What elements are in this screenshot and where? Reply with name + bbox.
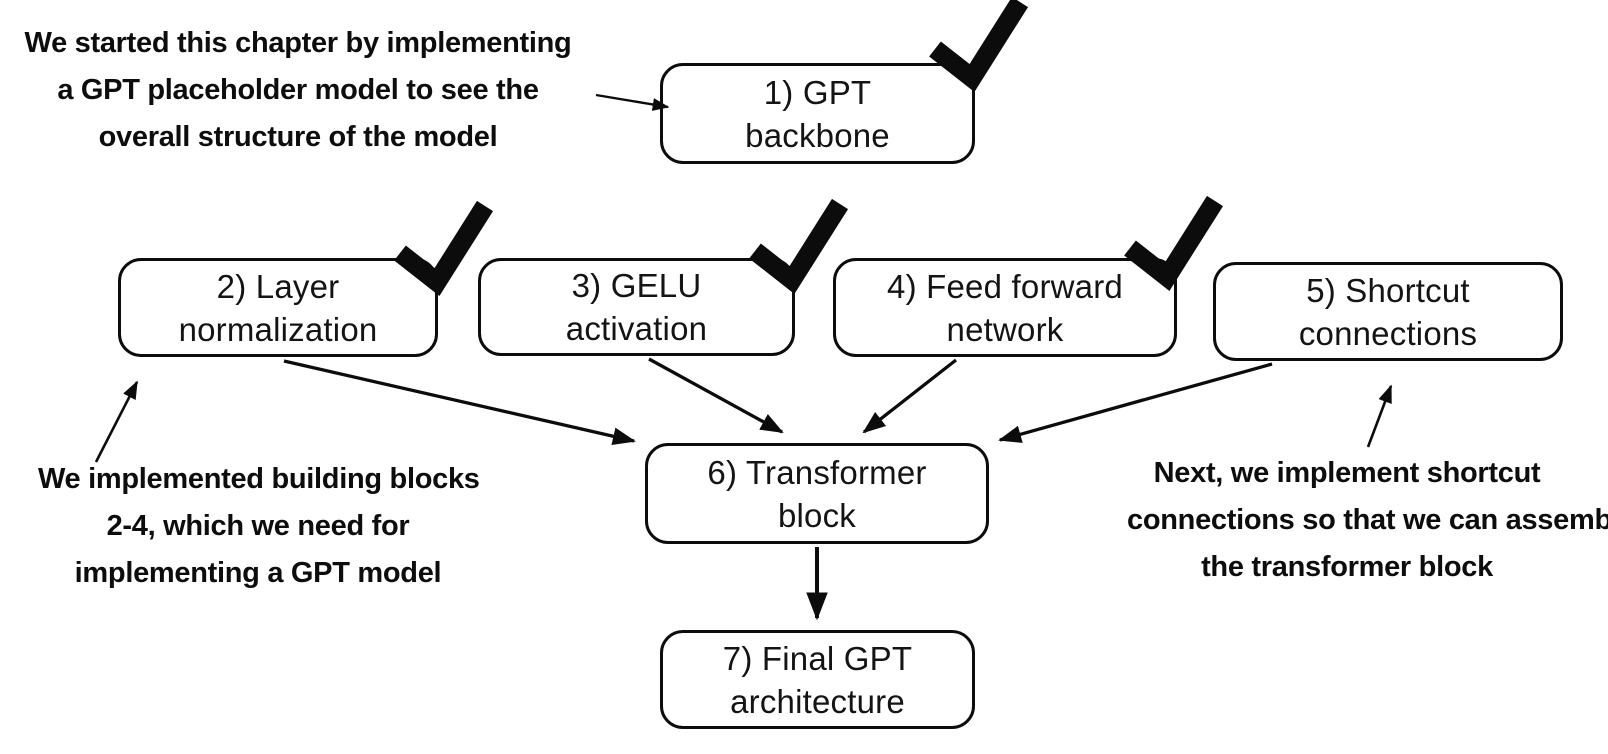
- annotation-line: the transformer block: [1201, 551, 1493, 583]
- node-label: 6) Transformer: [707, 453, 927, 491]
- annotation-line: Next, we implement shortcut: [1153, 457, 1541, 489]
- node-label: 2) Layer: [216, 267, 340, 305]
- node-transformer-block: 6) Transformer block: [645, 443, 989, 544]
- node-label: network: [946, 310, 1064, 348]
- node-gelu-activation: 3) GELU activation: [478, 258, 795, 356]
- arrow-feed-forward-network-to-transformer-block: [862, 358, 958, 434]
- node-label: 5) Shortcut: [1306, 271, 1470, 309]
- annotation-started-chapter: We started this chapter by implementing …: [18, 20, 578, 161]
- node-shortcut-connections: 5) Shortcut connections: [1213, 262, 1563, 361]
- arrow-layer-normalization-to-transformer-block: [283, 359, 636, 445]
- annotation-line: implementing a GPT model: [74, 557, 442, 589]
- annotation-line: We started this chapter by implementing: [24, 27, 572, 59]
- node-label: 3) GELU: [571, 267, 702, 304]
- node-label: 4) Feed forward: [887, 267, 1123, 305]
- arrow-gelu-activation-to-transformer-block: [648, 357, 784, 434]
- annotation-line: overall structure of the model: [98, 121, 498, 153]
- node-label: 7) Final GPT: [722, 639, 913, 677]
- annotation-line: 2-4, which we need for: [106, 510, 410, 542]
- annotation-line: connections so that we can assemble: [1127, 504, 1608, 536]
- node-label: architecture: [730, 682, 905, 720]
- node-gpt-backbone: 1) GPT backbone: [660, 63, 975, 164]
- node-label: backbone: [745, 116, 890, 154]
- node-label: block: [777, 496, 857, 534]
- annotation-line: We implemented building blocks: [38, 463, 480, 495]
- annotation-line: a GPT placeholder model to see the: [57, 74, 539, 106]
- annotation-next-shortcut: Next, we implement shortcut connections …: [1127, 450, 1608, 591]
- annotation-building-blocks: We implemented building blocks 2-4, whic…: [38, 456, 480, 597]
- node-final-gpt-architecture: 7) Final GPT architecture: [660, 630, 975, 729]
- arrow-annotation-to-gpt-backbone: [595, 93, 670, 111]
- arrow-shortcut-connections-to-transformer-block: [998, 362, 1273, 443]
- arrow-annotation-to-shortcut-connections: [1366, 384, 1393, 448]
- node-layer-normalization: 2) Layer normalization: [118, 258, 438, 357]
- arrow-annotation-to-layer-normalization: [94, 380, 139, 463]
- node-label: normalization: [178, 310, 378, 348]
- node-label: 1) GPT: [763, 73, 872, 111]
- node-label: connections: [1298, 314, 1478, 352]
- node-label: activation: [565, 310, 708, 347]
- node-feed-forward-network: 4) Feed forward network: [833, 258, 1177, 357]
